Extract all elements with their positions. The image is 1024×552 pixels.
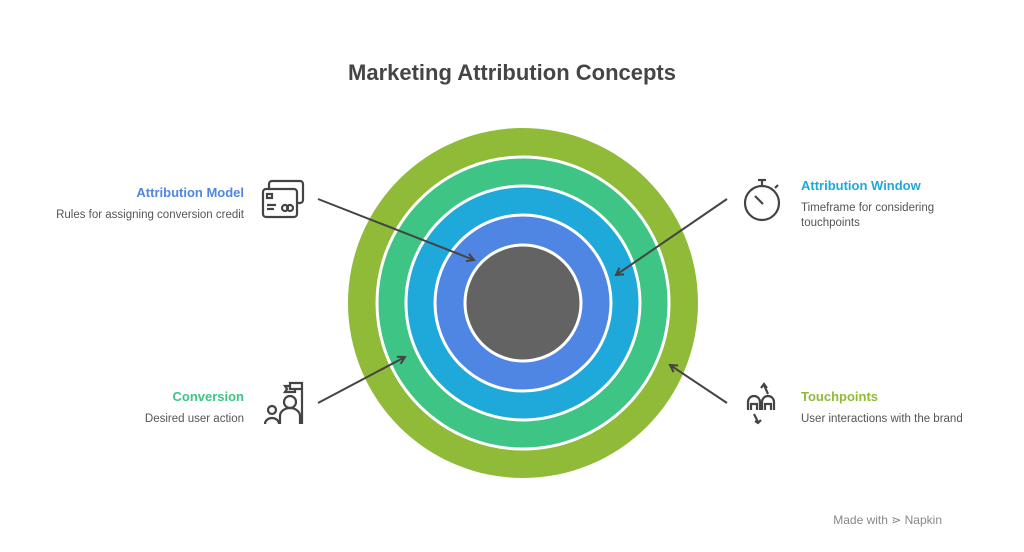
label-conversion: Conversion Desired user action (145, 389, 244, 427)
arrow-touchpoints (670, 365, 728, 404)
label-touchpoints: Touchpoints User interactions with the b… (801, 389, 963, 427)
item-title: Touchpoints (801, 389, 879, 404)
item-desc: User interactions with the brand (801, 413, 963, 425)
stopwatch-icon (743, 178, 781, 222)
item-desc: Rules for assigning conversion credit (56, 209, 244, 221)
label-attribution-model: Attribution Model Rules for assigning co… (56, 185, 244, 223)
item-title: Attribution Model (136, 185, 244, 200)
core-circle (463, 243, 583, 363)
credit-cards-icon (261, 179, 305, 219)
item-title: Conversion (172, 389, 244, 404)
item-title: Attribution Window (801, 178, 921, 193)
item-desc: Desired user action (144, 413, 244, 425)
user-flag-icon (263, 381, 304, 425)
arrow-attribution-window (616, 198, 728, 275)
napkin-watermark: Made with ⋗ Napkin (833, 513, 942, 527)
label-attribution-window: Attribution Window Timeframe for conside… (801, 178, 971, 231)
page-title: Marketing Attribution Concepts (348, 60, 676, 85)
arrow-attribution-model (317, 198, 474, 260)
arrow-conversion (317, 357, 405, 404)
touch-interaction-icon (746, 382, 776, 425)
item-desc: Timeframe for considering touchpoints (801, 202, 935, 229)
